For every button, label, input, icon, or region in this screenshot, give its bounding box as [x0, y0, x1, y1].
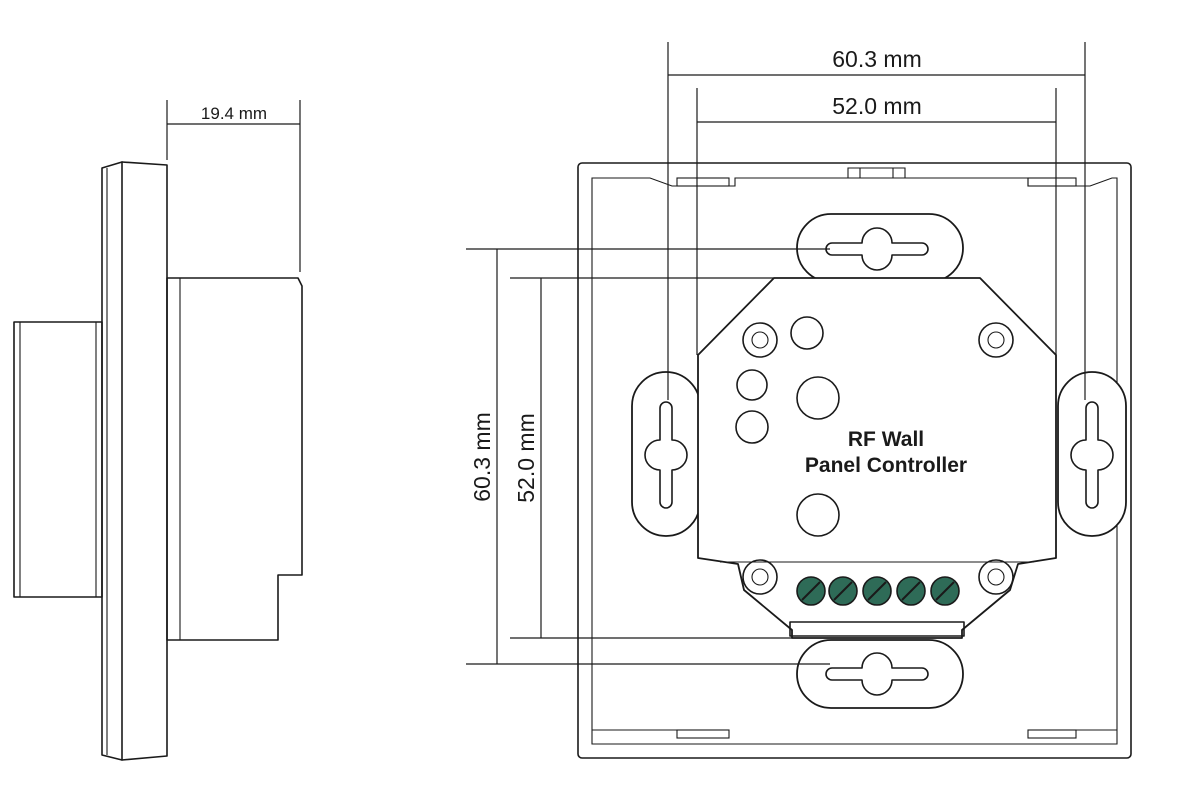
front-outer-frame	[577, 162, 1132, 759]
mounting-slot-bottom	[796, 639, 964, 709]
component-hole	[796, 376, 840, 420]
terminal-screw	[930, 576, 960, 606]
outer-width-label: 60.3 mm	[832, 46, 921, 72]
side-back-box	[166, 277, 303, 641]
controller-body	[697, 277, 1057, 639]
component-hole	[796, 493, 840, 537]
depth-dimension-label: 19.4 mm	[201, 104, 267, 123]
side-front-plate	[101, 161, 123, 761]
component-hole	[736, 369, 768, 401]
terminal-block	[796, 576, 960, 606]
product-label-line2: Panel Controller	[805, 454, 967, 477]
screw-top-left	[742, 322, 778, 358]
terminal-screw	[896, 576, 926, 606]
side-knob	[13, 321, 103, 598]
product-label-line1: RF Wall	[848, 428, 924, 451]
terminal-screw	[828, 576, 858, 606]
mounting-slot-top	[796, 213, 964, 283]
screw-bottom-right	[978, 559, 1014, 595]
front-view: RF Wall Panel Controller 60.3 mm 52.0 mm…	[466, 42, 1132, 759]
component-hole	[735, 410, 769, 444]
screw-top-right	[978, 322, 1014, 358]
terminal-screw	[862, 576, 892, 606]
component-hole	[790, 316, 824, 350]
outer-height-label: 60.3 mm	[469, 412, 495, 501]
screw-bottom-left	[742, 559, 778, 595]
mounting-slot-left	[631, 371, 701, 537]
terminal-screw	[796, 576, 826, 606]
inner-width-label: 52.0 mm	[832, 93, 921, 119]
mounting-slot-right	[1057, 371, 1127, 537]
side-view: 19.4 mm	[13, 100, 303, 761]
inner-height-label: 52.0 mm	[513, 413, 539, 502]
